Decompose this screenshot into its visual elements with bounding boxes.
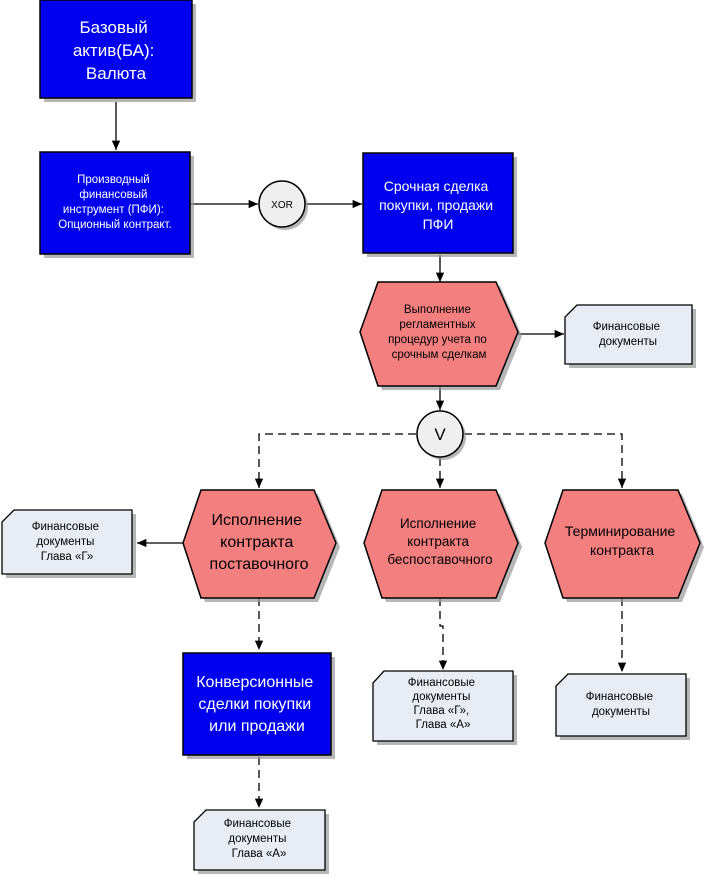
svg-text:Финансовые документы: Финансовые документы Глава «Г» xyxy=(32,521,103,563)
term-deal-line-3: ПФИ xyxy=(423,216,454,232)
derivative-line-4: Опционный контракт. xyxy=(58,219,171,231)
termination-line-2: контракта xyxy=(590,542,654,558)
edge-or-to-termination xyxy=(464,433,627,488)
svg-text:Финансовые документы: Финансовые документы Глава «Г», Глава «А… xyxy=(408,677,479,731)
doc-a-line-3: Глава «А» xyxy=(232,848,287,860)
svg-text:Исполнение контракта: Исполнение контракта беспоставочного xyxy=(387,516,492,567)
svg-text:Исполнение контракта: Исполнение контракта поставочного xyxy=(210,512,309,573)
svg-text:Производный финансовый: Производный финансовый инструмент (ПФИ):… xyxy=(58,174,171,231)
entity-base-asset: Базовый актив(БА): Валюта xyxy=(39,0,196,102)
derivative-line-1: Производный xyxy=(77,174,150,186)
or-label: V xyxy=(434,425,446,444)
doc-g-line-1: Финансовые xyxy=(32,521,99,533)
exec-nondelivery-line-3: беспоставочного xyxy=(387,552,492,567)
entity-conversion: Конверсионные сделки покупки или продажи xyxy=(182,652,335,759)
base-asset-line-3: Валюта xyxy=(86,64,147,83)
accounting-line-4: срочным сделкам xyxy=(392,349,487,361)
base-asset-line-2: актив(БА): xyxy=(73,41,155,60)
operator-xor: XOR xyxy=(258,180,308,230)
conversion-line-3: или продажи xyxy=(209,718,305,735)
edge-exec-nondelivery-to-doc xyxy=(438,598,448,670)
doc-ga-line-2: документы xyxy=(412,691,470,703)
doc-fin-2-line-2: документы xyxy=(592,706,650,718)
doc-g-line-2: документы xyxy=(36,536,94,548)
entity-derivative: Производный финансовый инструмент (ПФИ):… xyxy=(39,151,194,258)
function-accounting: Выполнение регламентных процедур учета п… xyxy=(359,281,522,390)
document-ga: Финансовые документы Глава «Г», Глава «А… xyxy=(372,670,517,745)
svg-text:Финансовые документы: Финансовые документы Глава «А» xyxy=(224,818,295,860)
doc-a-line-1: Финансовые xyxy=(224,818,291,830)
edge-or-to-exec-delivery xyxy=(254,433,416,488)
svg-text:Терминирование контракта: Терминирование контракта xyxy=(565,523,679,558)
entity-term-deal: Срочная сделка покупки, продажи ПФИ xyxy=(362,152,517,257)
derivative-line-2: финансовый xyxy=(79,189,147,201)
accounting-line-2: регламентных xyxy=(399,319,475,331)
function-exec-delivery: Исполнение контракта поставочного xyxy=(182,489,340,602)
doc-g-line-3: Глава «Г» xyxy=(41,551,94,563)
accounting-line-1: Выполнение xyxy=(404,304,471,316)
document-fin-1: Финансовые документы xyxy=(564,304,696,368)
exec-delivery-line-2: контракта xyxy=(220,534,293,551)
term-deal-line-1: Срочная сделка xyxy=(384,178,489,194)
conversion-line-1: Конверсионные xyxy=(196,674,313,691)
exec-nondelivery-line-1: Исполнение xyxy=(400,516,476,531)
svg-text:Срочная сделка покупки,: Срочная сделка покупки, продажи ПФИ xyxy=(379,178,497,232)
document-a: Финансовые документы Глава «А» xyxy=(193,809,329,874)
termination-line-1: Терминирование xyxy=(565,523,676,539)
doc-fin-1-line-1: Финансовые xyxy=(593,321,660,333)
svg-text:Финансовые документы: Финансовые документы xyxy=(593,321,664,348)
doc-ga-line-4: Глава «А» xyxy=(416,719,471,731)
base-asset-line-1: Базовый xyxy=(80,18,148,37)
svg-text:Выполнение регламентных: Выполнение регламентных процедур учета п… xyxy=(388,304,490,361)
doc-ga-line-1: Финансовые xyxy=(408,677,475,689)
svg-text:Конверсионные сделки пок: Конверсионные сделки покупки или продажи xyxy=(196,674,318,735)
doc-fin-2-line-1: Финансовые xyxy=(586,691,653,703)
operator-or: V xyxy=(416,410,466,460)
derivative-line-3: инструмент (ПФИ): xyxy=(63,204,164,216)
svg-text:Финансовые документы: Финансовые документы xyxy=(586,691,657,718)
exec-delivery-line-3: поставочного xyxy=(210,556,309,573)
doc-ga-line-3: Глава «Г», xyxy=(414,705,470,717)
document-fin-2: Финансовые документы xyxy=(555,673,690,740)
svg-text:Базовый актив(БА):: Базовый актив(БА): Валюта xyxy=(73,18,159,83)
conversion-line-2: сделки покупки xyxy=(198,696,311,713)
accounting-line-3: процедур учета по xyxy=(388,334,487,346)
function-exec-nondelivery: Исполнение контракта беспоставочного xyxy=(363,489,522,602)
doc-fin-1-line-2: документы xyxy=(599,336,657,348)
doc-a-line-2: документы xyxy=(228,833,286,845)
document-g: Финансовые документы Глава «Г» xyxy=(1,509,136,578)
function-termination: Терминирование контракта xyxy=(544,489,704,602)
exec-nondelivery-line-2: контракта xyxy=(407,534,469,549)
term-deal-line-2: покупки, продажи xyxy=(379,197,493,213)
exec-delivery-line-1: Исполнение xyxy=(212,512,303,529)
xor-label: XOR xyxy=(271,200,293,211)
